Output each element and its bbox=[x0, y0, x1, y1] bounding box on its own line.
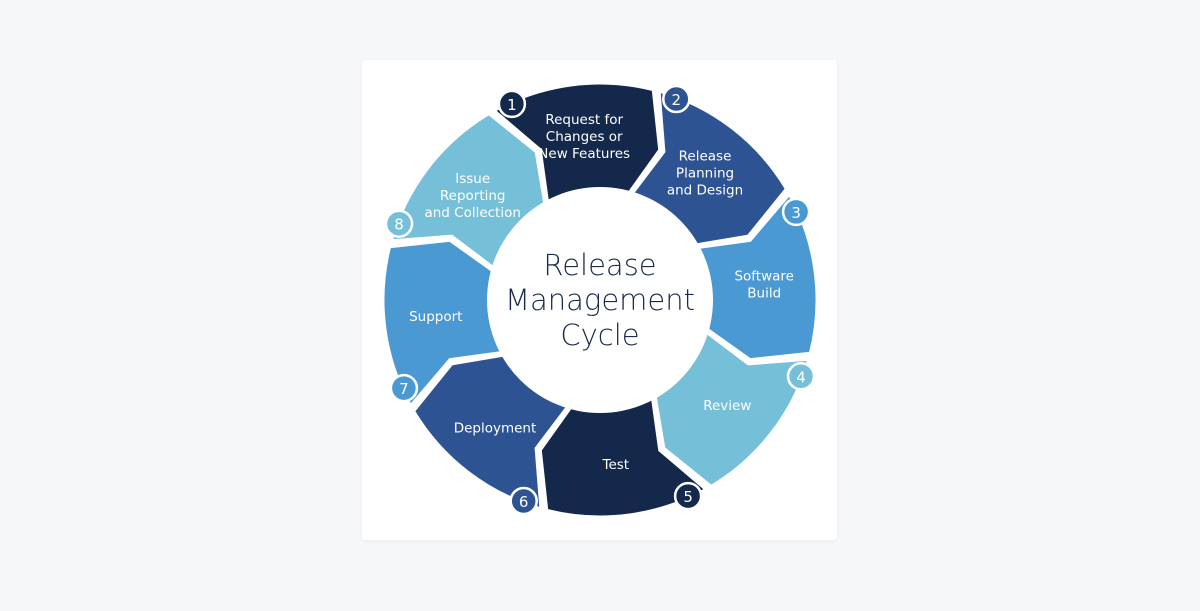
step-badge-7: 7 bbox=[389, 373, 419, 403]
step-badge-3: 3 bbox=[781, 197, 811, 227]
step-number-8: 8 bbox=[394, 216, 404, 234]
step-badge-2: 2 bbox=[662, 84, 691, 114]
step-label-4: Review bbox=[703, 398, 751, 414]
step-number-5: 5 bbox=[683, 488, 693, 506]
step-badge-circle-3 bbox=[781, 197, 811, 227]
step-badges: 1 2 3 4 5 6 7 8 bbox=[384, 84, 816, 516]
step-badge-circle-8 bbox=[384, 209, 414, 238]
step-badge-4: 4 bbox=[786, 362, 816, 391]
step-badge-circle-2 bbox=[662, 84, 691, 114]
step-label-5: Test bbox=[602, 457, 630, 473]
step-label-6: Deployment bbox=[454, 420, 537, 436]
step-number-6: 6 bbox=[519, 493, 529, 511]
step-badge-1: 1 bbox=[497, 89, 527, 119]
step-badge-8: 8 bbox=[384, 209, 414, 238]
step-number-7: 7 bbox=[399, 380, 409, 398]
step-badge-5: 5 bbox=[673, 481, 703, 511]
step-badge-circle-1 bbox=[497, 89, 527, 119]
step-badge-circle-7 bbox=[389, 373, 419, 403]
step-number-4: 4 bbox=[796, 368, 806, 386]
cycle-segments bbox=[381, 81, 819, 519]
step-number-3: 3 bbox=[791, 204, 801, 222]
step-badge-circle-5 bbox=[673, 481, 703, 511]
step-number-1: 1 bbox=[507, 96, 517, 114]
step-label-7: Support bbox=[409, 309, 462, 325]
step-badge-circle-6 bbox=[509, 486, 538, 516]
step-badge-6: 6 bbox=[509, 486, 538, 516]
step-number-2: 2 bbox=[672, 91, 682, 109]
center-circle bbox=[487, 187, 713, 413]
step-badge-circle-4 bbox=[786, 362, 816, 391]
